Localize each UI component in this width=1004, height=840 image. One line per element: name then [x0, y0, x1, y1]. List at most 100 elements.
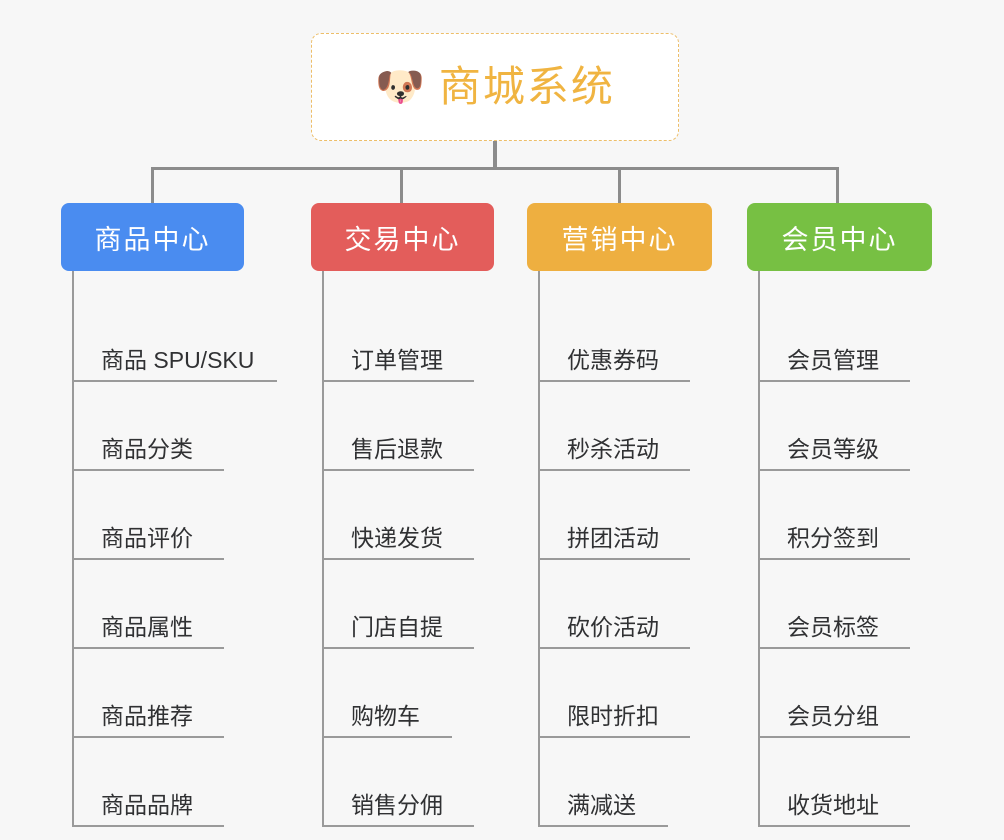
leaf-item-label: 积分签到: [787, 525, 879, 552]
branch-header-label: 交易中心: [344, 224, 461, 255]
connector-drop-会员中心: [836, 167, 839, 204]
leaf-underline: [322, 647, 474, 649]
shiba-dog-face-icon: 🐶: [375, 65, 425, 109]
branch-header-商品中心[interactable]: 商品中心: [61, 203, 244, 271]
leaf-item-label: 销售分佣: [351, 792, 443, 819]
leaf-underline: [322, 380, 474, 382]
leaf-spine: [538, 271, 540, 827]
leaf-item-label: 会员分组: [787, 703, 879, 730]
connector-drop-交易中心: [400, 167, 403, 204]
leaf-item-label: 商品属性: [101, 614, 193, 641]
leaf-item[interactable]: 销售分佣: [311, 738, 511, 827]
leaf-item-label: 会员管理: [787, 347, 879, 374]
leaf-item[interactable]: 积分签到: [747, 471, 947, 560]
leaf-item[interactable]: 商品品牌: [61, 738, 261, 827]
leaf-item-label: 会员等级: [787, 436, 879, 463]
branch-header-交易中心[interactable]: 交易中心: [311, 203, 494, 271]
leaf-item[interactable]: 会员管理: [747, 293, 947, 382]
connector-drop-商品中心: [151, 167, 154, 204]
branch-header-会员中心[interactable]: 会员中心: [747, 203, 932, 271]
leaf-item[interactable]: 门店自提: [311, 560, 511, 649]
leaf-item[interactable]: 限时折扣: [527, 649, 727, 738]
leaf-item[interactable]: 商品评价: [61, 471, 261, 560]
leaf-underline: [322, 469, 474, 471]
leaf-item[interactable]: 快递发货: [311, 471, 511, 560]
leaf-underline: [758, 736, 910, 738]
connector-root-stem: [493, 141, 497, 170]
leaf-item-label: 满减送: [567, 792, 636, 819]
leaf-item-label: 购物车: [351, 703, 420, 730]
leaf-list-交易中心: 订单管理 售后退款 快递发货 门店自提 购物车 销售分佣: [311, 271, 511, 827]
leaf-list-商品中心: 商品 SPU/SKU 商品分类 商品评价 商品属性 商品推荐 商品品牌: [61, 271, 277, 827]
leaf-underline: [72, 825, 224, 827]
leaf-underline: [758, 825, 910, 827]
leaf-item-label: 订单管理: [351, 347, 443, 374]
leaf-item[interactable]: 秒杀活动: [527, 382, 727, 471]
leaf-item[interactable]: 商品 SPU/SKU: [61, 293, 277, 382]
leaf-item-label: 优惠券码: [567, 347, 659, 374]
leaf-underline: [538, 380, 690, 382]
leaf-item-label: 售后退款: [351, 436, 443, 463]
leaf-underline: [72, 736, 224, 738]
branch-header-label: 会员中心: [781, 224, 898, 255]
leaf-list-营销中心: 优惠券码 秒杀活动 拼团活动 砍价活动 限时折扣 满减送: [527, 271, 727, 827]
leaf-underline: [72, 647, 224, 649]
leaf-underline: [538, 736, 690, 738]
leaf-item[interactable]: 拼团活动: [527, 471, 727, 560]
leaf-underline: [322, 825, 474, 827]
leaf-item[interactable]: 会员标签: [747, 560, 947, 649]
leaf-item-label: 会员标签: [787, 614, 879, 641]
leaf-underline: [322, 736, 452, 738]
branch-column-商品中心: 商品中心 商品 SPU/SKU 商品分类 商品评价 商品属性 商品推荐: [61, 203, 277, 827]
branch-column-会员中心: 会员中心 会员管理 会员等级 积分签到 会员标签 会员分组: [747, 203, 947, 827]
root-node-label: 商城系统: [438, 62, 615, 110]
leaf-item-label: 限时折扣: [567, 703, 659, 730]
root-node[interactable]: 🐶 商城系统: [311, 33, 679, 141]
branch-header-营销中心[interactable]: 营销中心: [527, 203, 712, 271]
leaf-item-label: 拼团活动: [567, 525, 659, 552]
leaf-underline: [758, 469, 910, 471]
leaf-item[interactable]: 售后退款: [311, 382, 511, 471]
leaf-item[interactable]: 会员分组: [747, 649, 947, 738]
leaf-item[interactable]: 订单管理: [311, 293, 511, 382]
leaf-item-label: 商品推荐: [101, 703, 193, 730]
leaf-item[interactable]: 满减送: [527, 738, 727, 827]
leaf-item[interactable]: 商品推荐: [61, 649, 261, 738]
leaf-item[interactable]: 收货地址: [747, 738, 947, 827]
leaf-underline: [72, 558, 224, 560]
leaf-underline: [322, 558, 474, 560]
leaf-item-label: 秒杀活动: [567, 436, 659, 463]
leaf-list-会员中心: 会员管理 会员等级 积分签到 会员标签 会员分组 收货地址: [747, 271, 947, 827]
branch-header-label: 营销中心: [561, 224, 678, 255]
leaf-underline: [538, 647, 690, 649]
branch-column-交易中心: 交易中心 订单管理 售后退款 快递发货 门店自提 购物车: [311, 203, 511, 827]
leaf-item-label: 商品分类: [101, 436, 193, 463]
leaf-item-label: 商品评价: [101, 525, 193, 552]
leaf-underline: [758, 647, 910, 649]
leaf-item[interactable]: 商品分类: [61, 382, 261, 471]
leaf-item-label: 快递发货: [351, 525, 443, 552]
leaf-item[interactable]: 购物车: [311, 649, 511, 738]
leaf-item-label: 砍价活动: [567, 614, 659, 641]
leaf-item[interactable]: 会员等级: [747, 382, 947, 471]
leaf-underline: [72, 380, 277, 382]
leaf-item[interactable]: 商品属性: [61, 560, 261, 649]
leaf-underline: [758, 380, 910, 382]
leaf-item-label: 门店自提: [351, 614, 443, 641]
leaf-underline: [538, 469, 690, 471]
leaf-item[interactable]: 优惠券码: [527, 293, 727, 382]
leaf-item-label: 收货地址: [787, 792, 879, 819]
connector-drop-营销中心: [618, 167, 621, 204]
leaf-item-label: 商品 SPU/SKU: [101, 347, 255, 374]
leaf-underline: [758, 558, 910, 560]
branch-header-label: 商品中心: [94, 224, 211, 255]
leaf-underline: [72, 469, 224, 471]
leaf-underline: [538, 825, 668, 827]
leaf-spine: [322, 271, 324, 827]
leaf-item-label: 商品品牌: [101, 792, 193, 819]
leaf-spine: [758, 271, 760, 827]
leaf-item[interactable]: 砍价活动: [527, 560, 727, 649]
leaf-underline: [538, 558, 690, 560]
branch-column-营销中心: 营销中心 优惠券码 秒杀活动 拼团活动 砍价活动 限时折扣: [527, 203, 727, 827]
